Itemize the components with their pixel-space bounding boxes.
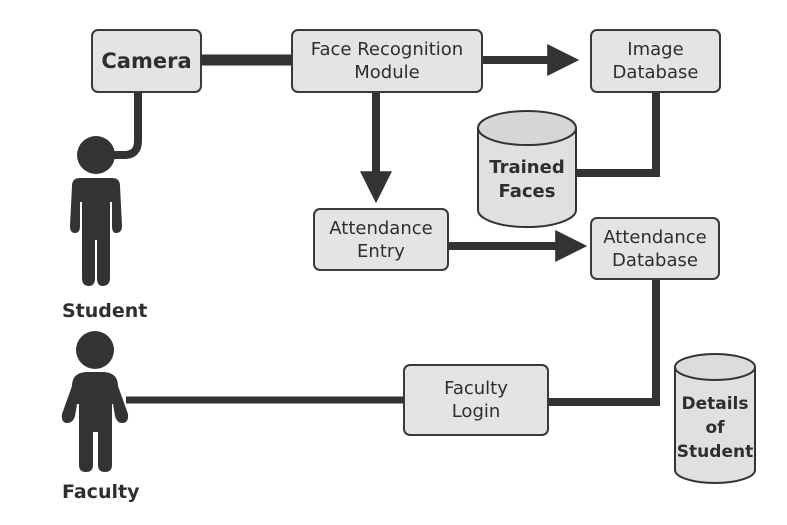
faculty-login-label: Faculty Login: [444, 378, 508, 422]
face-recognition-label: Face Recognition Module: [310, 39, 464, 83]
faculty-figure-icon: [61, 331, 129, 472]
faculty-login-node: Faculty Login: [403, 364, 549, 436]
camera-label: Camera: [101, 48, 192, 73]
trained-faces-label: Trained Faces: [489, 157, 565, 202]
edge-student-camera: [96, 92, 142, 159]
student-figure-icon: [70, 136, 122, 286]
image-database-label: Image Database: [612, 39, 699, 83]
attendance-database-label: Attendance Database: [603, 226, 707, 271]
details-of-student-cylinder-icon: [674, 353, 756, 484]
face-recognition-module-node: Face Recognition Module: [291, 29, 483, 93]
details-of-student-label: Details of Student: [676, 394, 754, 462]
attendance-database-node: Attendance Database: [590, 217, 720, 280]
faculty-label: Faculty: [62, 481, 140, 503]
edge-image-database-trained-faces: [576, 92, 660, 177]
student-label: Student: [62, 300, 148, 322]
attendance-entry-node: Attendance Entry: [313, 208, 449, 271]
details-of-student-node: Details of Student: [672, 392, 758, 472]
edge-attendance-database-faculty-login: [548, 280, 660, 406]
camera-node: Camera: [91, 29, 202, 93]
trained-faces-cylinder-icon: [477, 110, 577, 228]
attendance-entry-label: Attendance Entry: [329, 217, 433, 262]
trained-faces-node: Trained Faces: [478, 150, 576, 210]
image-database-node: Image Database: [590, 29, 721, 93]
